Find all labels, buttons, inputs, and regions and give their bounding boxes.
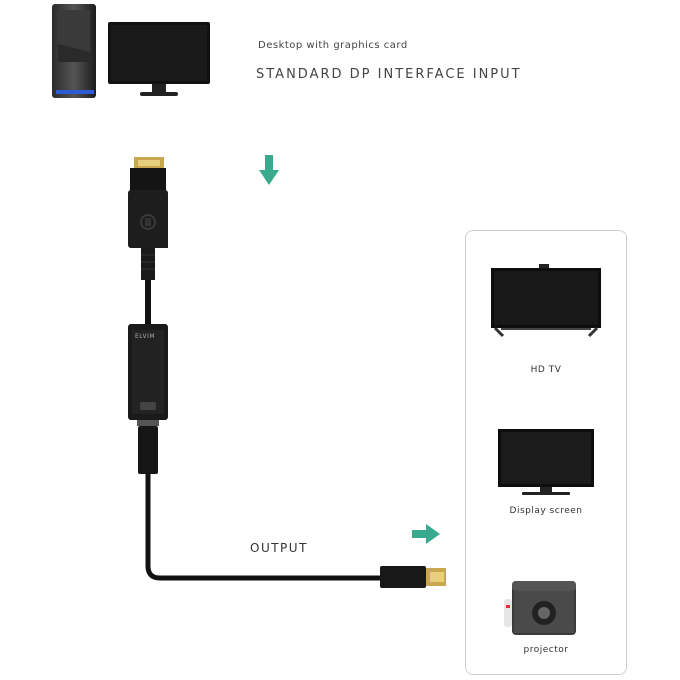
device-label-projector: projector: [523, 645, 569, 655]
monitor-icon: [108, 22, 210, 96]
right-arrow-icon: [412, 524, 440, 544]
source-caption: Desktop with graphics card: [258, 40, 408, 51]
display-screen-icon: [498, 429, 594, 495]
dp-connector-tip: [134, 157, 164, 169]
dp-connector-body: [128, 168, 168, 248]
device-label-display: Display screen: [509, 506, 583, 516]
desktop-tower-icon: [52, 4, 96, 98]
adapter-brand-text: ELVIM: [135, 333, 156, 340]
output-label: OUTPUT: [250, 541, 308, 555]
down-arrow-icon: [259, 155, 279, 185]
devices-panel: HD TV Display screen projector: [465, 230, 627, 675]
device-label-hdtv: HD TV: [530, 365, 562, 375]
hdtv-icon: [491, 264, 601, 338]
source-title: STANDARD DP INTERFACE INPUT: [256, 67, 522, 82]
hdmi-connector-end: [380, 566, 446, 588]
hdmi-adapter-block: [128, 324, 168, 420]
projector-icon: [504, 581, 576, 635]
